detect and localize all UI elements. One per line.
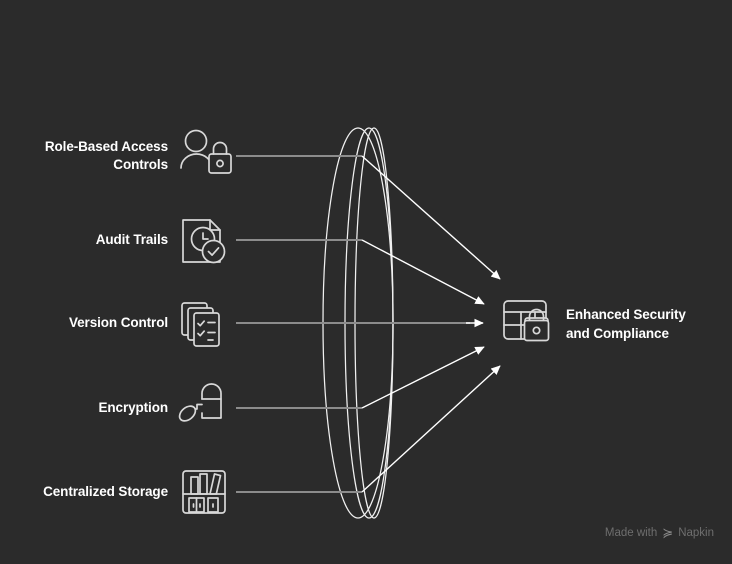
connector-segment-arrow [361, 365, 501, 493]
stacked-documents-checklist-icon [181, 302, 220, 347]
label-role-based-access-controls: Role-Based Access Controls [44, 139, 168, 172]
napkin-logo-icon: ≽ [662, 525, 674, 540]
label-audit-trails: Audit Trails [95, 232, 168, 247]
label-version-control: Version Control [68, 315, 168, 330]
label-enhanced-security-and-compliance: Enhanced Security and Compliance [566, 307, 686, 341]
watermark-brand: Napkin [678, 526, 714, 539]
user-lock-icon [180, 129, 232, 174]
napkin-watermark: Made with ≽ Napkin [605, 526, 714, 539]
connector-encryption [236, 346, 485, 409]
connector-audit-trails [236, 239, 485, 305]
padlock-key-icon [178, 383, 222, 422]
connector-role-based-access-controls [236, 155, 501, 280]
connector-segment-arrow [361, 346, 485, 409]
watermark-prefix: Made with [604, 526, 658, 539]
bookshelf-icon [182, 470, 226, 514]
connector-centralized-storage [236, 365, 501, 493]
label-encryption: Encryption [98, 400, 168, 415]
document-clock-check-icon [182, 219, 226, 264]
connector-segment-arrow [361, 239, 485, 305]
table-lock-icon [503, 300, 550, 342]
label-centralized-storage: Centralized Storage [43, 484, 168, 499]
connector-segment-arrow [361, 155, 501, 280]
